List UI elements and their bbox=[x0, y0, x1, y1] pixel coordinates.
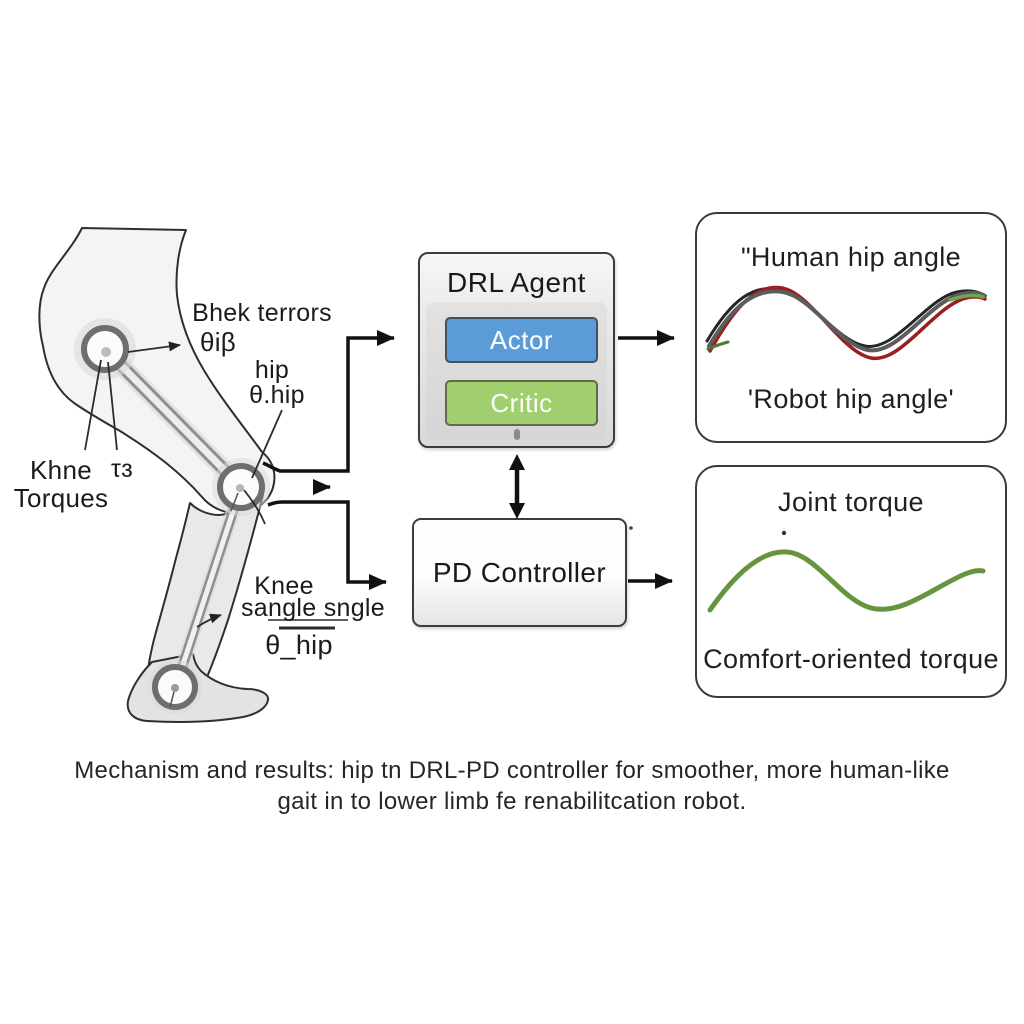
shin-outline bbox=[146, 494, 264, 685]
torque-panel: Joint torque Comfort-oriented torque bbox=[695, 465, 1007, 698]
figure-caption: Mechanism and results: hip tn DRL-PD con… bbox=[0, 755, 1024, 817]
ink-speck bbox=[629, 526, 633, 530]
knee-torques-label: Khne Torques bbox=[14, 456, 109, 512]
foot-outline bbox=[126, 653, 270, 723]
tau-symbol-label: τɜ bbox=[111, 455, 133, 483]
knee-hook-line bbox=[243, 489, 266, 525]
hip-angle-panel-subtitle: 'Robot hip angle' bbox=[747, 384, 955, 414]
caption-line2: gait in to lower limb fe renabilitcation… bbox=[277, 788, 747, 815]
torque-panel-title: Joint torque bbox=[778, 487, 924, 517]
drl-agent-connector-dot bbox=[513, 429, 520, 440]
hip-angle-panel-title: ʺHuman hip angle bbox=[740, 242, 962, 272]
pd-controller-box: PD Controller bbox=[412, 518, 627, 627]
hip-angle-panel: ʺHuman hip angle 'Robot hip angle' bbox=[695, 212, 1007, 443]
shin-link-rod bbox=[169, 480, 248, 693]
knee-torques-line2: Torques bbox=[13, 483, 109, 513]
knee-torques-line1: Khne bbox=[30, 455, 92, 485]
pd-controller-title: PD Controller bbox=[432, 556, 607, 588]
hip-error-symbol-label: θiβ bbox=[199, 327, 237, 357]
critic-box: Critic bbox=[445, 380, 598, 426]
knee-torques-leader bbox=[84, 359, 102, 451]
hip-joint-icon bbox=[74, 318, 136, 380]
knee-angle-arrow bbox=[196, 613, 222, 628]
caption-line1: Mechanism and results: hip tn DRL-PD con… bbox=[74, 757, 950, 784]
hip-error-arrow bbox=[127, 341, 181, 353]
hip-error-title-label: Bhek terrors bbox=[192, 299, 332, 327]
drl-pd-double-arrow bbox=[509, 454, 525, 519]
knee-symbol-label: θ_hip bbox=[265, 630, 333, 660]
tau-leader bbox=[107, 361, 118, 451]
critic-label: Critic bbox=[490, 387, 553, 418]
knee-angle-label: sangle sngle bbox=[241, 594, 385, 622]
knee-to-pd-connector bbox=[267, 500, 387, 590]
ankle-joint-icon bbox=[148, 660, 202, 714]
torque-panel-subtitle: Comfort-oriented torque bbox=[703, 644, 999, 674]
knee-joint-icon bbox=[212, 458, 270, 516]
actor-box: Actor bbox=[445, 317, 598, 363]
drl-agent-title: DRL Agent bbox=[447, 267, 586, 298]
drl-agent-box: DRL Agent Actor Critic bbox=[418, 252, 615, 448]
hip-symbol-label: θ.hip bbox=[249, 381, 305, 409]
actor-label: Actor bbox=[489, 324, 554, 355]
hip-symbol-leader bbox=[251, 409, 283, 479]
